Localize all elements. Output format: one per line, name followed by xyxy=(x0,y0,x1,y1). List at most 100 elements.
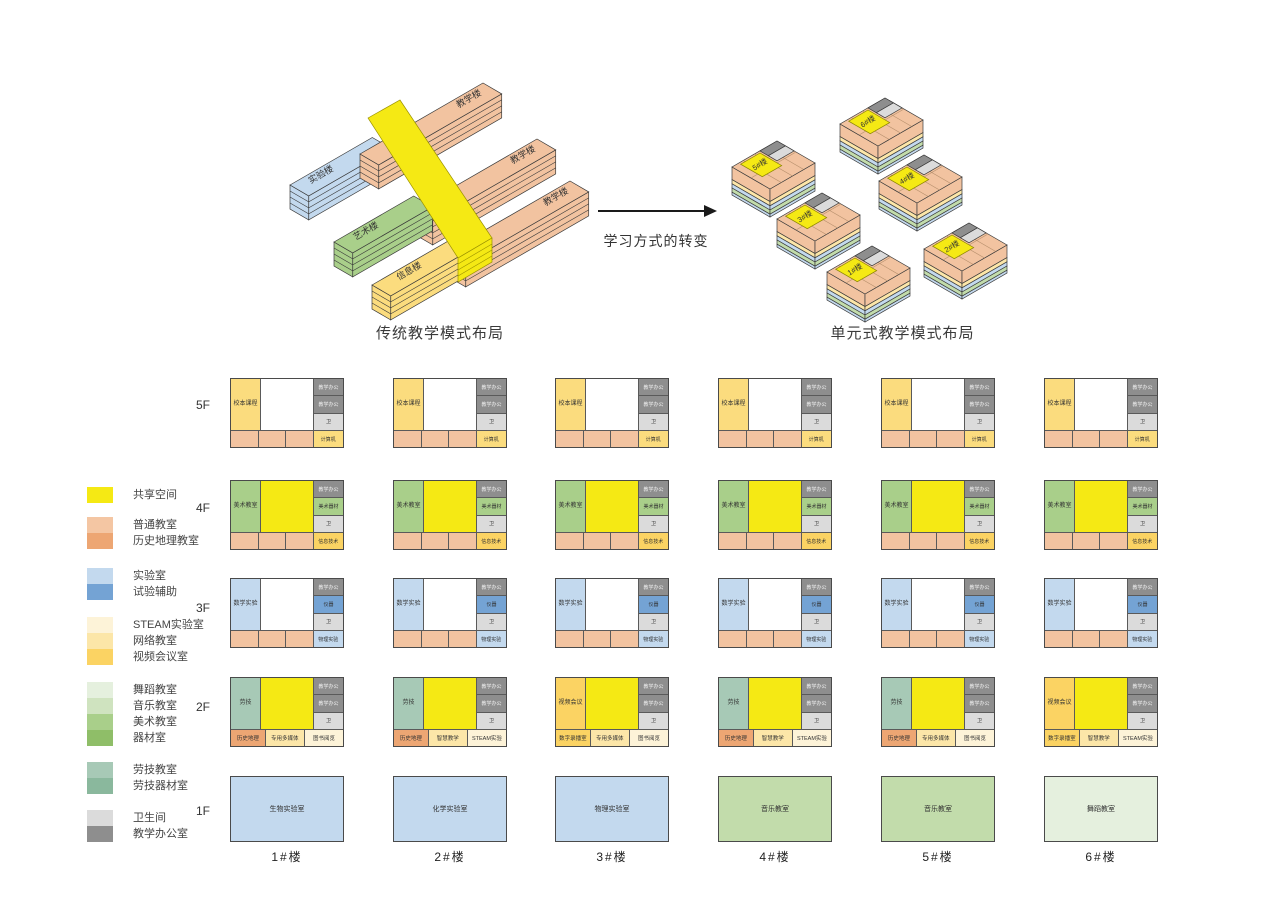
plan-lower: 计算机 xyxy=(719,430,831,447)
plan-lower: 历史地理专用多媒体图书阅览 xyxy=(231,729,343,746)
room-美术教室: 美术教室 xyxy=(394,481,424,532)
block-shared-label-area xyxy=(784,204,828,230)
room-专用多媒体: 专用多媒体 xyxy=(590,730,630,746)
plan-b2-f3: 数学实验教学办公仪器卫物理实验 xyxy=(393,578,507,648)
plan-b5-f3: 数学实验教学办公仪器卫物理实验 xyxy=(881,578,995,648)
floor-label-4f: 4F xyxy=(196,501,211,515)
legend-swatch xyxy=(87,714,113,730)
room-教学办公: 教学办公 xyxy=(477,678,506,696)
classroom xyxy=(556,533,584,549)
classroom xyxy=(909,631,938,647)
empty-space xyxy=(749,379,801,430)
empty-space xyxy=(424,579,476,630)
room-教学办公: 教学办公 xyxy=(639,695,668,713)
classroom xyxy=(719,533,747,549)
left-diagram-caption: 传统教学模式布局 xyxy=(375,325,504,342)
room-卫: 卫 xyxy=(1128,515,1157,532)
plan-right-col: 教学办公美术器材卫 xyxy=(638,481,668,532)
classroom xyxy=(774,631,802,647)
room-教学办公: 教学办公 xyxy=(1128,579,1157,597)
plan-b4-f1: 音乐教室 xyxy=(718,776,832,842)
classroom xyxy=(882,431,910,447)
classroom xyxy=(937,533,965,549)
classroom-strip xyxy=(231,631,314,647)
plan-b5-f5: 校本课程教学办公教学办公卫计算机 xyxy=(881,378,995,448)
plan-b5-f1: 音乐教室 xyxy=(881,776,995,842)
room-教学办公: 教学办公 xyxy=(477,579,506,597)
room-图书阅览: 图书阅览 xyxy=(955,730,994,746)
classroom xyxy=(746,431,775,447)
room-数字录播室: 数字录播室 xyxy=(1045,730,1080,746)
classroom xyxy=(449,631,477,647)
room-美术教室: 美术教室 xyxy=(882,481,912,532)
plan-upper: 美术教室教学办公美术器材卫 xyxy=(394,481,506,532)
plan-b1-f1: 生物实验室 xyxy=(230,776,344,842)
plan-upper: 校本课程教学办公教学办公卫 xyxy=(231,379,343,430)
room-卫: 卫 xyxy=(639,613,668,630)
building-label-3: 3#楼 xyxy=(596,850,628,864)
stripe-line xyxy=(333,247,353,260)
plan-right-col: 教学办公美术器材卫 xyxy=(313,481,343,532)
classroom-strip xyxy=(1045,631,1128,647)
plan-b3-f5: 校本课程教学办公教学办公卫计算机 xyxy=(555,378,669,448)
classroom xyxy=(286,533,314,549)
stripe-line xyxy=(465,209,589,282)
legend-label: 音乐教室 xyxy=(133,700,177,712)
plan-lower: 物理实验 xyxy=(556,630,668,647)
room-教学办公: 教学办公 xyxy=(802,379,831,397)
room-校本课程: 校本课程 xyxy=(1045,379,1075,430)
empty-space xyxy=(1075,579,1127,630)
legend-swatch xyxy=(87,730,113,746)
room-信息技术: 信息技术 xyxy=(801,533,831,549)
room-物理实验: 物理实验 xyxy=(964,631,994,647)
stripe-line xyxy=(371,296,391,309)
room-历史地理: 历史地理 xyxy=(882,730,917,746)
classroom-strip xyxy=(882,631,965,647)
room-美术教室: 美术教室 xyxy=(556,481,586,532)
room-图书阅览: 图书阅览 xyxy=(304,730,343,746)
room-数学实验: 数学实验 xyxy=(882,579,912,630)
room-数字录播室: 数字录播室 xyxy=(556,730,591,746)
classroom xyxy=(611,431,639,447)
plan-b3-f1: 物理实验室 xyxy=(555,776,669,842)
room-卫: 卫 xyxy=(965,613,994,630)
plan-right-col: 教学办公仪器卫 xyxy=(1127,579,1157,630)
plan-lower: 物理实验 xyxy=(882,630,994,647)
classroom xyxy=(937,431,965,447)
empty-space xyxy=(586,379,638,430)
legend-swatch xyxy=(87,617,113,633)
room-卫: 卫 xyxy=(639,712,668,729)
plan-b2-f4: 美术教室教学办公美术器材卫信息技术 xyxy=(393,480,507,550)
room-卫: 卫 xyxy=(477,413,506,430)
legend-label: 器材室 xyxy=(133,732,166,744)
plan-right-col: 教学办公美术器材卫 xyxy=(801,481,831,532)
plan-upper: 校本课程教学办公教学办公卫 xyxy=(882,379,994,430)
plan-upper: 数学实验教学办公仪器卫 xyxy=(231,579,343,630)
room-卫: 卫 xyxy=(314,712,343,729)
plan-lower: 信息技术 xyxy=(231,532,343,549)
room-卫: 卫 xyxy=(965,515,994,532)
classroom xyxy=(421,631,450,647)
classroom xyxy=(719,431,747,447)
stripe-line xyxy=(352,224,433,272)
room-教学办公: 教学办公 xyxy=(802,579,831,597)
legend-label: 劳技器材室 xyxy=(133,780,188,792)
plan-lower: 计算机 xyxy=(556,430,668,447)
classroom xyxy=(421,533,450,549)
classroom xyxy=(231,431,259,447)
plan-b6-f4: 美术教室教学办公美术器材卫信息技术 xyxy=(1044,480,1158,550)
room-教学办公: 教学办公 xyxy=(477,396,506,414)
plan-lower: 信息技术 xyxy=(1045,532,1157,549)
stripe-line xyxy=(371,302,391,315)
room-图书阅览: 图书阅览 xyxy=(629,730,668,746)
plan-right-col: 教学办公教学办公卫 xyxy=(1127,379,1157,430)
plan-right-col: 教学办公仪器卫 xyxy=(638,579,668,630)
classroom-strip xyxy=(231,533,314,549)
unit-layout-diagram: 6#楼5#楼4#楼3#楼2#楼1#楼 xyxy=(731,97,1008,323)
block-office-area xyxy=(804,192,832,209)
plan-b6-f5: 校本课程教学办公教学办公卫计算机 xyxy=(1044,378,1158,448)
